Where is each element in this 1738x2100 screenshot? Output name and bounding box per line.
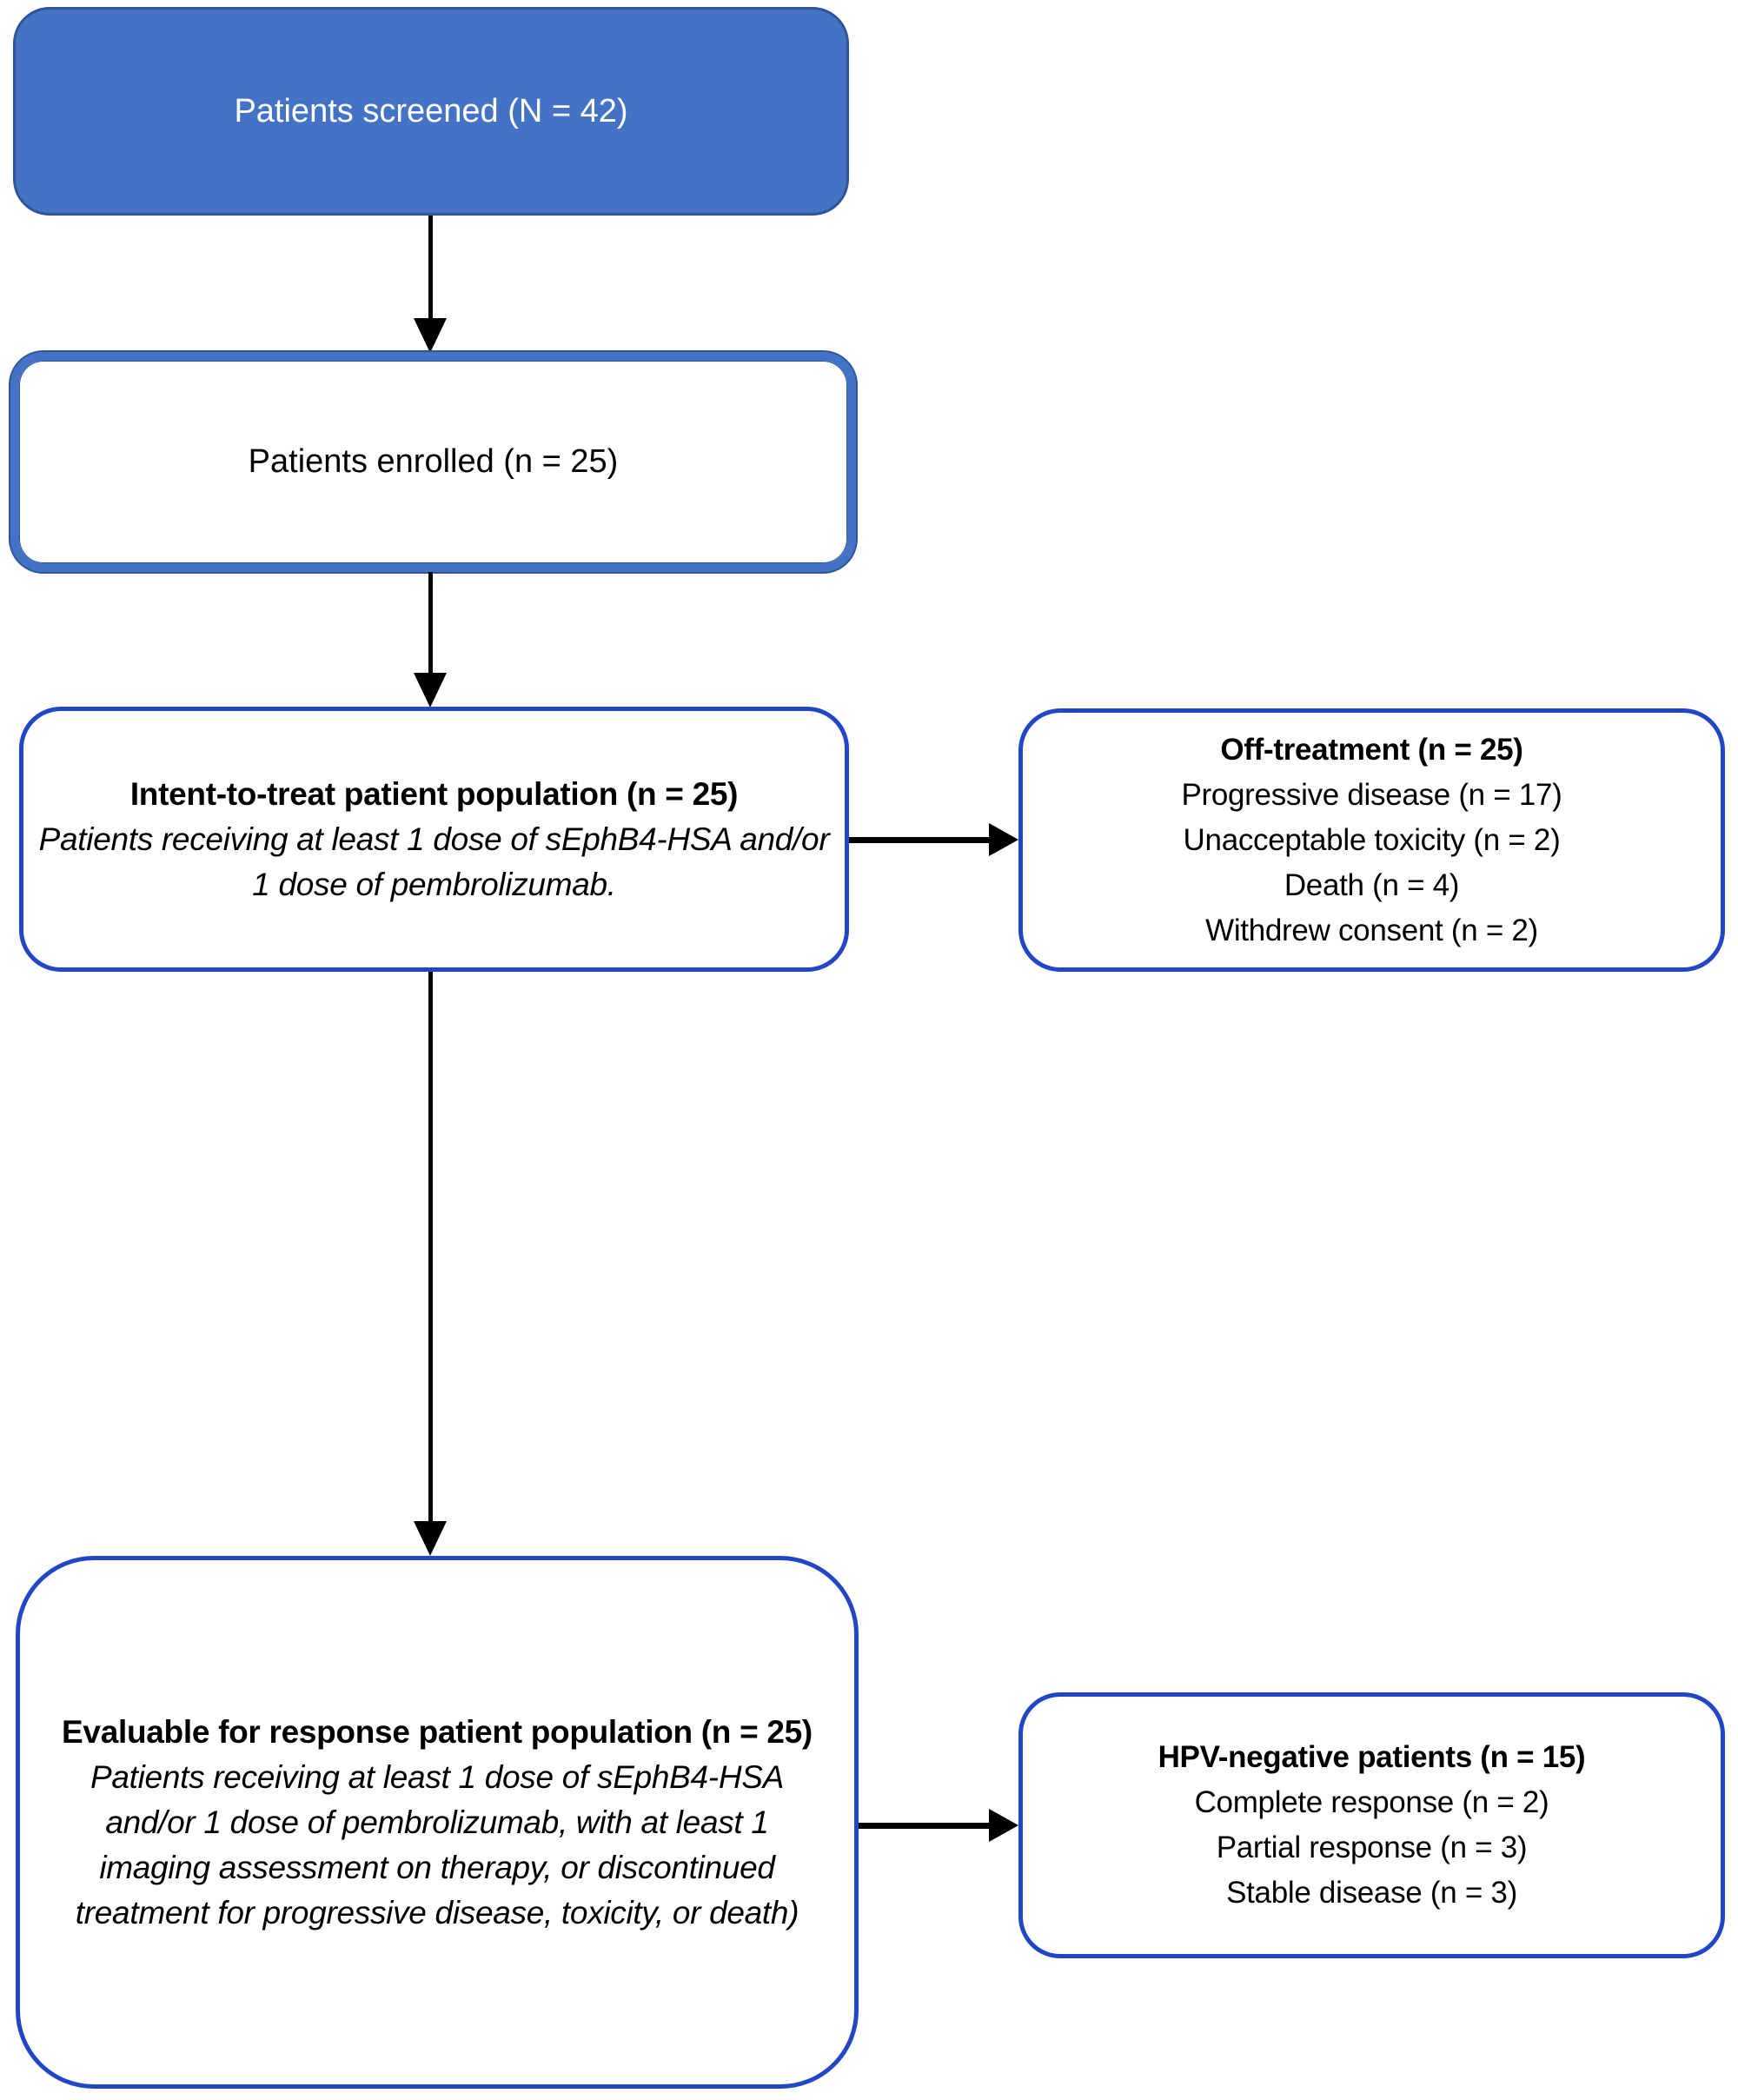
box-evaluable-for-response: Evaluable for response patient populatio… — [16, 1556, 859, 2089]
evaluable-subtitle-line: imaging assessment on therapy, or discon… — [99, 1849, 775, 1885]
box-intent-to-treat: Intent-to-treat patient population (n = … — [19, 707, 849, 972]
hpv-negative-title: HPV-negative patients (n = 15) — [1158, 1740, 1586, 1774]
itt-subtitle-line1: Patients receiving at least 1 dose of sE… — [38, 821, 830, 857]
box-hpv-negative: HPV-negative patients (n = 15) Complete … — [1018, 1692, 1725, 1958]
off-treatment-title: Off-treatment (n = 25) — [1220, 732, 1523, 767]
evaluable-subtitle-line: and/or 1 dose of pembrolizumab, with at … — [105, 1804, 769, 1840]
arrow-stem — [428, 972, 433, 1523]
arrow-stem — [428, 572, 433, 675]
evaluable-title: Evaluable for response patient populatio… — [62, 1713, 813, 1750]
patients-enrolled-label: Patients enrolled (n = 25) — [248, 443, 619, 480]
arrow-head-right-icon — [989, 823, 1018, 856]
box-patients-enrolled: Patients enrolled (n = 25) — [10, 352, 856, 572]
itt-subtitle-line2: 1 dose of pembrolizumab. — [252, 866, 616, 902]
box-off-treatment: Off-treatment (n = 25) Progressive disea… — [1018, 708, 1725, 972]
arrow-stem — [849, 837, 990, 843]
off-treatment-item: Unacceptable toxicity (n = 2) — [1183, 822, 1561, 857]
arrow-head-down-icon — [414, 318, 447, 353]
hpv-negative-item: Stable disease (n = 3) — [1226, 1876, 1517, 1910]
evaluable-subtitle-line: Patients receiving at least 1 dose of sE… — [90, 1758, 784, 1795]
arrow-head-right-icon — [989, 1809, 1018, 1842]
arrow-head-down-icon — [414, 673, 447, 708]
arrow-stem — [428, 216, 433, 322]
off-treatment-item: Withdrew consent (n = 2) — [1205, 913, 1538, 947]
arrow-stem — [859, 1823, 990, 1829]
hpv-negative-item: Complete response (n = 2) — [1194, 1785, 1549, 1819]
arrow-head-down-icon — [414, 1521, 447, 1556]
itt-title: Intent-to-treat patient population (n = … — [129, 775, 739, 812]
patients-screened-label: Patients screened (N = 42) — [234, 92, 628, 130]
off-treatment-item: Progressive disease (n = 17) — [1181, 777, 1562, 812]
off-treatment-item: Death (n = 4) — [1284, 867, 1460, 902]
hpv-negative-item: Partial response (n = 3) — [1216, 1831, 1528, 1864]
evaluable-subtitle-line: treatment for progressive disease, toxic… — [75, 1894, 799, 1931]
box-patients-screened: Patients screened (N = 42) — [13, 7, 849, 216]
